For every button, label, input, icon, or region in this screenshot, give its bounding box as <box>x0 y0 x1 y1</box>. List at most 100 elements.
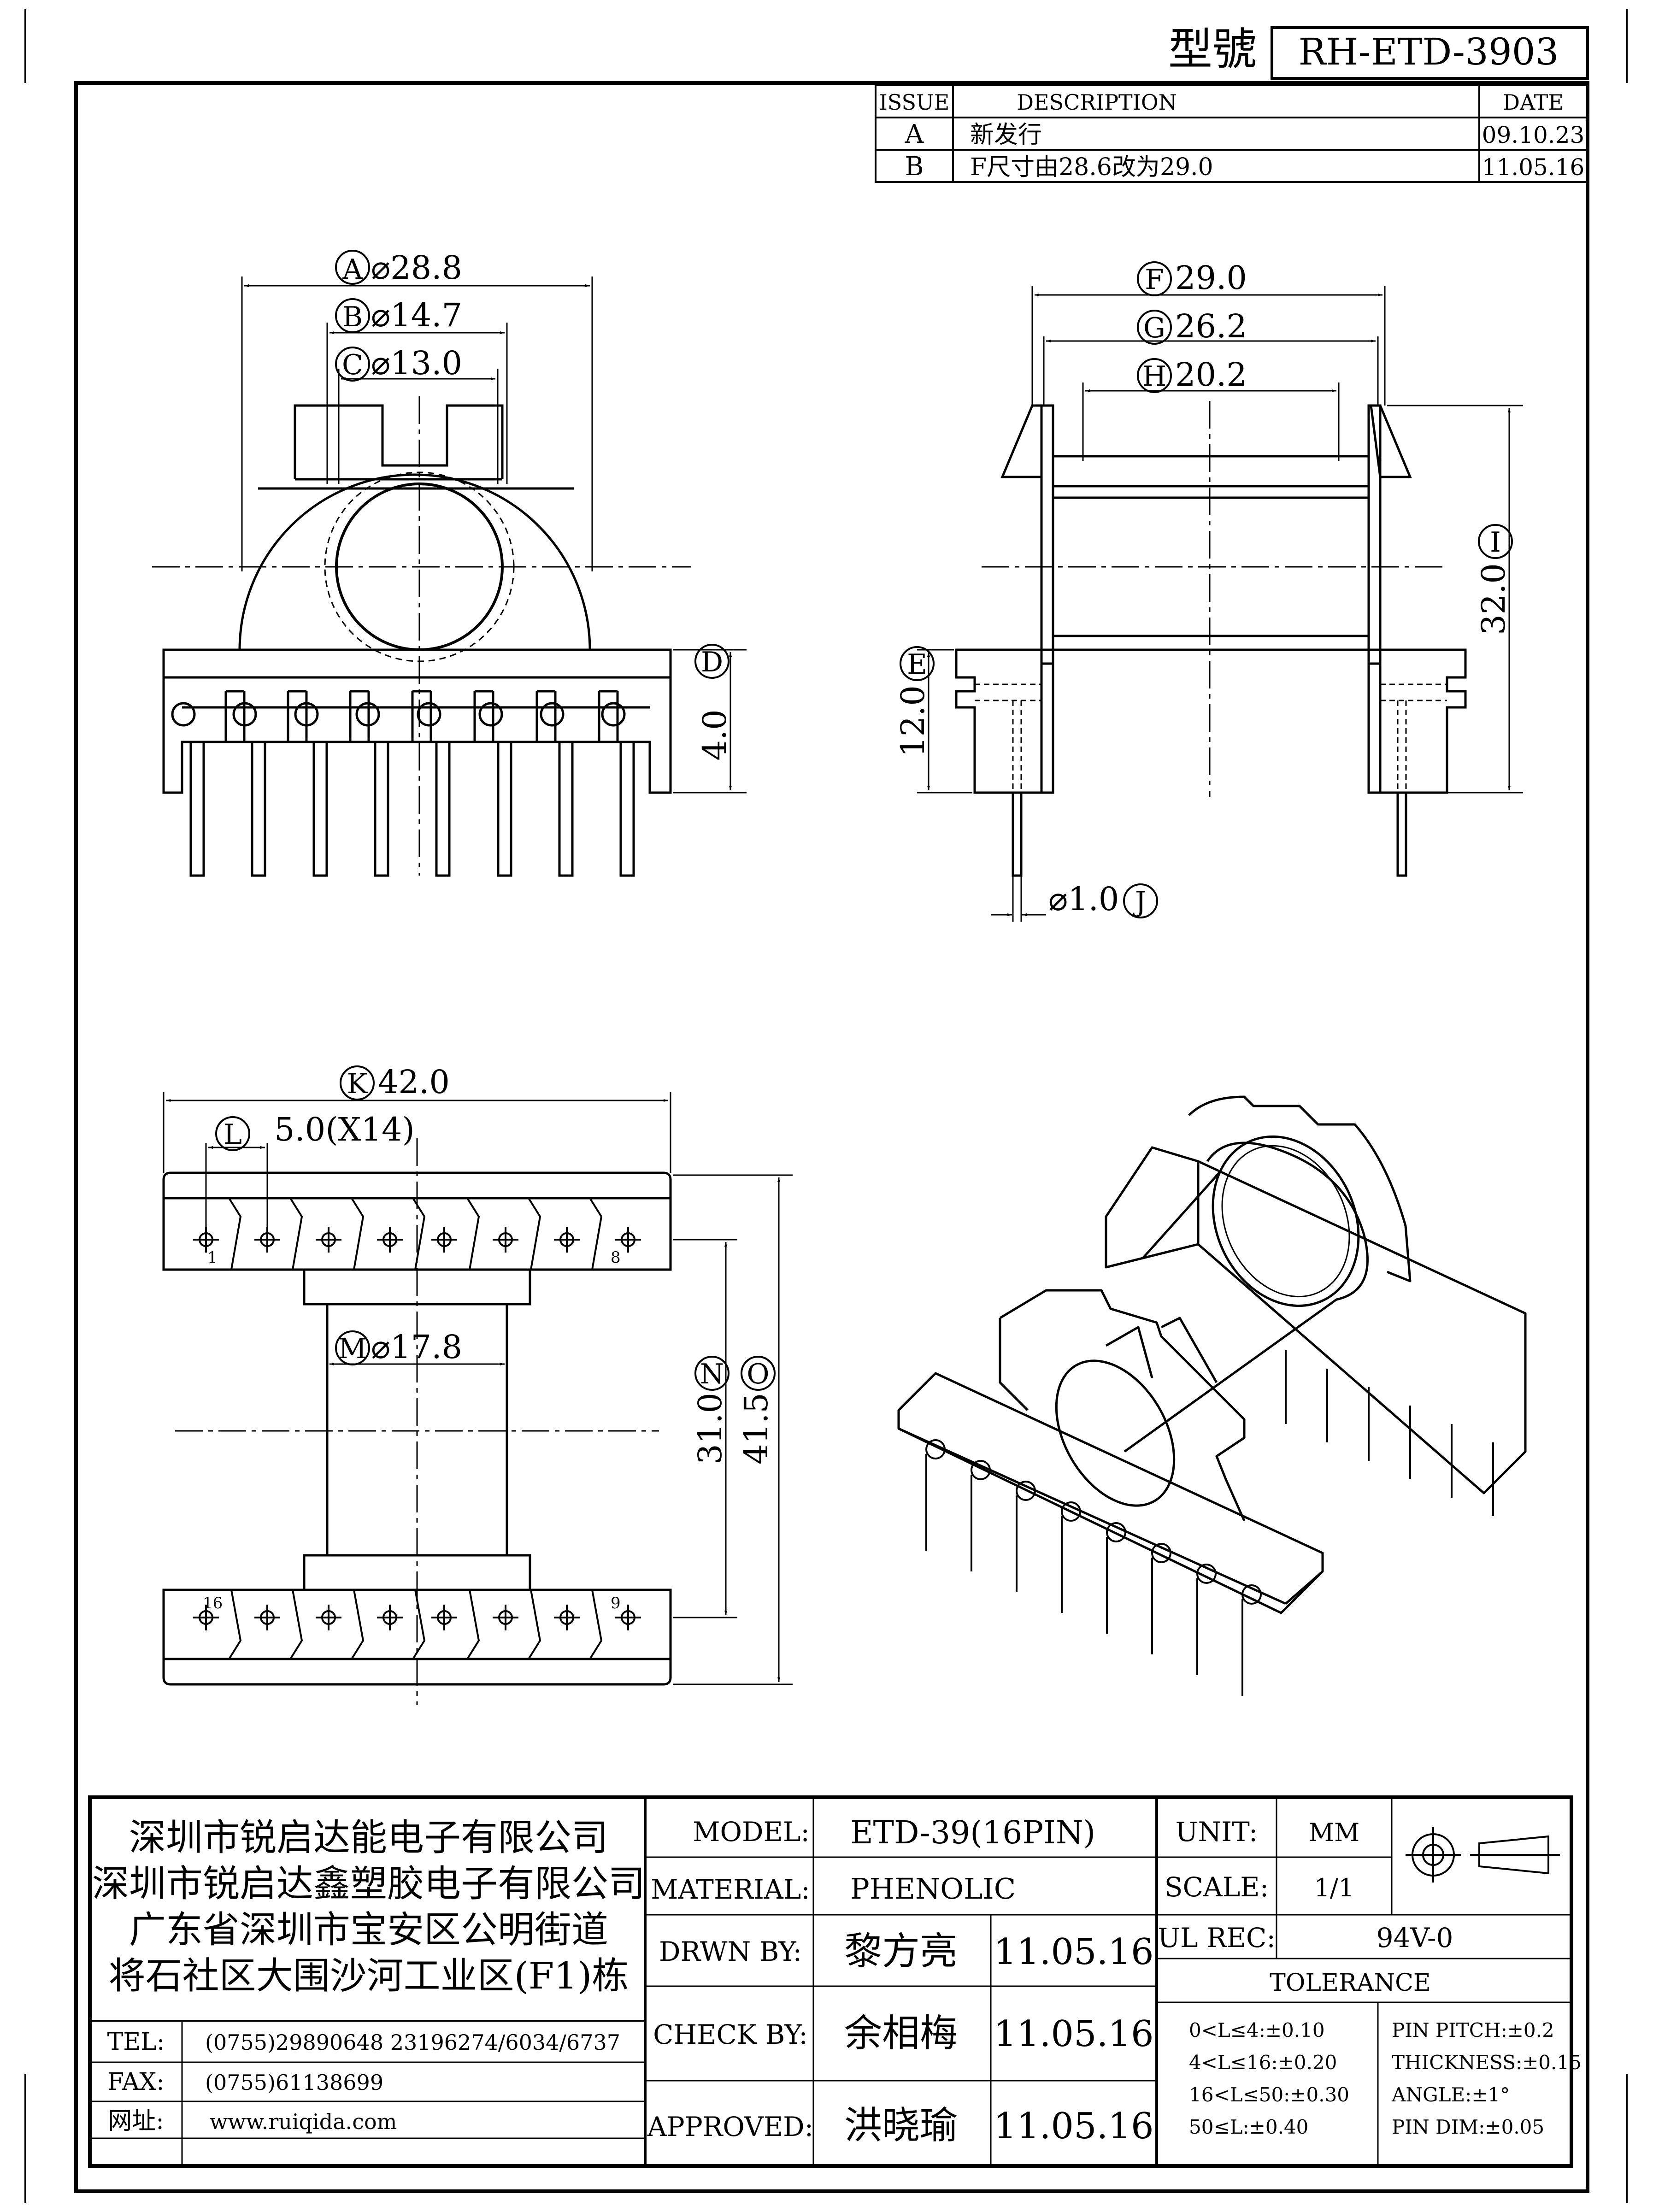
web-label: 网址: <box>108 2107 164 2135</box>
bottom-slot <box>289 1589 303 1660</box>
dim-letter-circle <box>335 347 370 382</box>
dim-b-value: ⌀14.7 <box>371 296 462 334</box>
drawn-by: 黎方亮 <box>844 1930 958 1973</box>
front-pin <box>619 741 635 877</box>
front-view-pins <box>171 690 635 877</box>
front-slot <box>598 690 619 742</box>
company-line-2: 深圳市锐启达鑫塑胶电子有限公司 <box>92 1862 645 1905</box>
dim-i-value: 32.0 <box>1475 563 1512 635</box>
dim-letter-l: L <box>224 1118 242 1151</box>
dim-letter-h: H <box>1142 360 1166 393</box>
fax-label: FAX: <box>107 2068 165 2096</box>
unit-label: UNIT: <box>1176 1816 1258 1847</box>
isometric-view <box>897 1095 1527 1614</box>
checked-by: 余相梅 <box>844 2012 958 2055</box>
model-header: 型號 RH-ETD-3903 <box>1168 24 1589 80</box>
title-block-grid <box>88 1795 1573 2168</box>
dim-letter-circle <box>1137 358 1172 393</box>
dim-letter-circle <box>1123 883 1158 918</box>
front-pin <box>312 741 328 877</box>
bottom-slot <box>528 1589 541 1660</box>
isometric-pins <box>925 1350 1494 1696</box>
approved-by: 洪晓瑜 <box>844 2104 958 2147</box>
bottom-slot <box>412 1589 426 1660</box>
dim-g-value: 26.2 <box>1175 307 1247 345</box>
rev-b-issue: B <box>905 152 924 182</box>
front-slot <box>535 690 557 742</box>
pin-label-8: 8 <box>611 1248 621 1267</box>
scale-label: SCALE: <box>1165 1871 1269 1903</box>
ul-label: UL REC: <box>1158 1922 1276 1953</box>
front-slot <box>349 690 370 742</box>
bottom-slot <box>228 1197 242 1270</box>
dim-k-value: 42.0 <box>378 1063 450 1101</box>
revision-table <box>875 84 1588 183</box>
dim-f-value: 29.0 <box>1175 259 1247 297</box>
iso-pin-post <box>971 1460 991 1480</box>
dim-j-value: ⌀1.0 <box>1048 880 1119 918</box>
tol-right-4: PIN DIM:±0.05 <box>1392 2116 1544 2138</box>
dim-h-value: 20.2 <box>1175 356 1247 394</box>
front-pin <box>558 741 574 877</box>
tol-left-3: 16<L≤50:±0.30 <box>1189 2083 1349 2106</box>
rev-header-issue: ISSUE <box>879 90 950 115</box>
bottom-slot <box>466 1589 480 1660</box>
front-pin-hole <box>417 702 441 727</box>
side-view-dimensions <box>917 286 1523 922</box>
pin-label-1: 1 <box>207 1248 218 1267</box>
dim-letter-d: D <box>701 646 723 678</box>
rev-a-date: 09.10.23 <box>1482 122 1585 148</box>
dim-letter-g: G <box>1143 312 1165 344</box>
model-label-tb: MODEL: <box>693 1816 810 1847</box>
dim-letter-o: O <box>747 1358 769 1390</box>
dim-letter-circle <box>694 644 729 679</box>
tel-value: (0755)29890648 23196274/6034/6737 <box>205 2030 620 2055</box>
model-label: 型號 <box>1168 24 1257 75</box>
ul-value: 94V-0 <box>1377 1922 1453 1953</box>
dim-letter-circle <box>335 298 370 333</box>
dim-n-value: 31.0 <box>691 1393 729 1465</box>
tol-left-2: 4<L≤16:±0.20 <box>1189 2051 1337 2074</box>
bottom-slot <box>528 1197 541 1270</box>
check-label: CHECK BY: <box>653 2019 808 2050</box>
front-pin <box>435 741 451 877</box>
tol-right-3: ANGLE:±1° <box>1391 2083 1510 2106</box>
material-value: PHENOLIC <box>850 1872 1016 1906</box>
dim-d-value: 4.0 <box>696 709 734 760</box>
front-slot <box>411 690 432 742</box>
drawn-label: DRWN BY: <box>659 1936 802 1967</box>
drawn-date: 11.05.16 <box>994 1931 1153 1973</box>
title-block-text: 深圳市锐启达能电子有限公司 深圳市锐启达鑫塑胶电子有限公司 广东省深圳市宝安区公… <box>92 1815 1582 2147</box>
rev-header-date: DATE <box>1503 90 1564 115</box>
rev-b-date: 11.05.16 <box>1482 154 1585 181</box>
company-line-1: 深圳市锐启达能电子有限公司 <box>129 1816 608 1859</box>
company-line-3: 广东省深圳市宝安区公明街道 <box>129 1908 608 1951</box>
rev-header-description: DESCRIPTION <box>1017 90 1177 115</box>
iso-pin-post <box>1196 1564 1217 1584</box>
approved-date: 11.05.16 <box>994 2106 1153 2147</box>
bottom-view-centerlines <box>175 1138 659 1705</box>
iso-pin-post <box>1241 1584 1262 1605</box>
front-pin <box>189 741 205 877</box>
tol-right-1: PIN PITCH:±0.2 <box>1392 2019 1554 2041</box>
dim-letter-circle <box>215 1116 250 1151</box>
model-value-tb: ETD-39(16PIN) <box>850 1815 1095 1851</box>
rev-a-issue: A <box>905 119 924 149</box>
dim-letter-j: J <box>1132 886 1146 918</box>
dim-letter-n: N <box>700 1358 724 1390</box>
dim-letter-e: E <box>907 648 927 681</box>
material-label: MATERIAL: <box>651 1874 810 1905</box>
dim-letter-circle <box>900 646 935 681</box>
front-pin-hole <box>601 702 626 727</box>
front-view-dimensions <box>241 276 747 794</box>
tol-left-1: 0<L≤4:±0.10 <box>1189 2019 1325 2041</box>
iso-pin-post <box>1016 1481 1036 1501</box>
dim-e-value: 12.0 <box>894 685 932 757</box>
iso-pin-post <box>925 1439 946 1459</box>
dim-letter-k: K <box>347 1068 368 1100</box>
bottom-slot <box>589 1197 603 1270</box>
web-value: www.ruiqida.com <box>210 2109 397 2134</box>
front-view-centerlines <box>152 396 691 876</box>
front-pin-hole <box>171 702 196 727</box>
